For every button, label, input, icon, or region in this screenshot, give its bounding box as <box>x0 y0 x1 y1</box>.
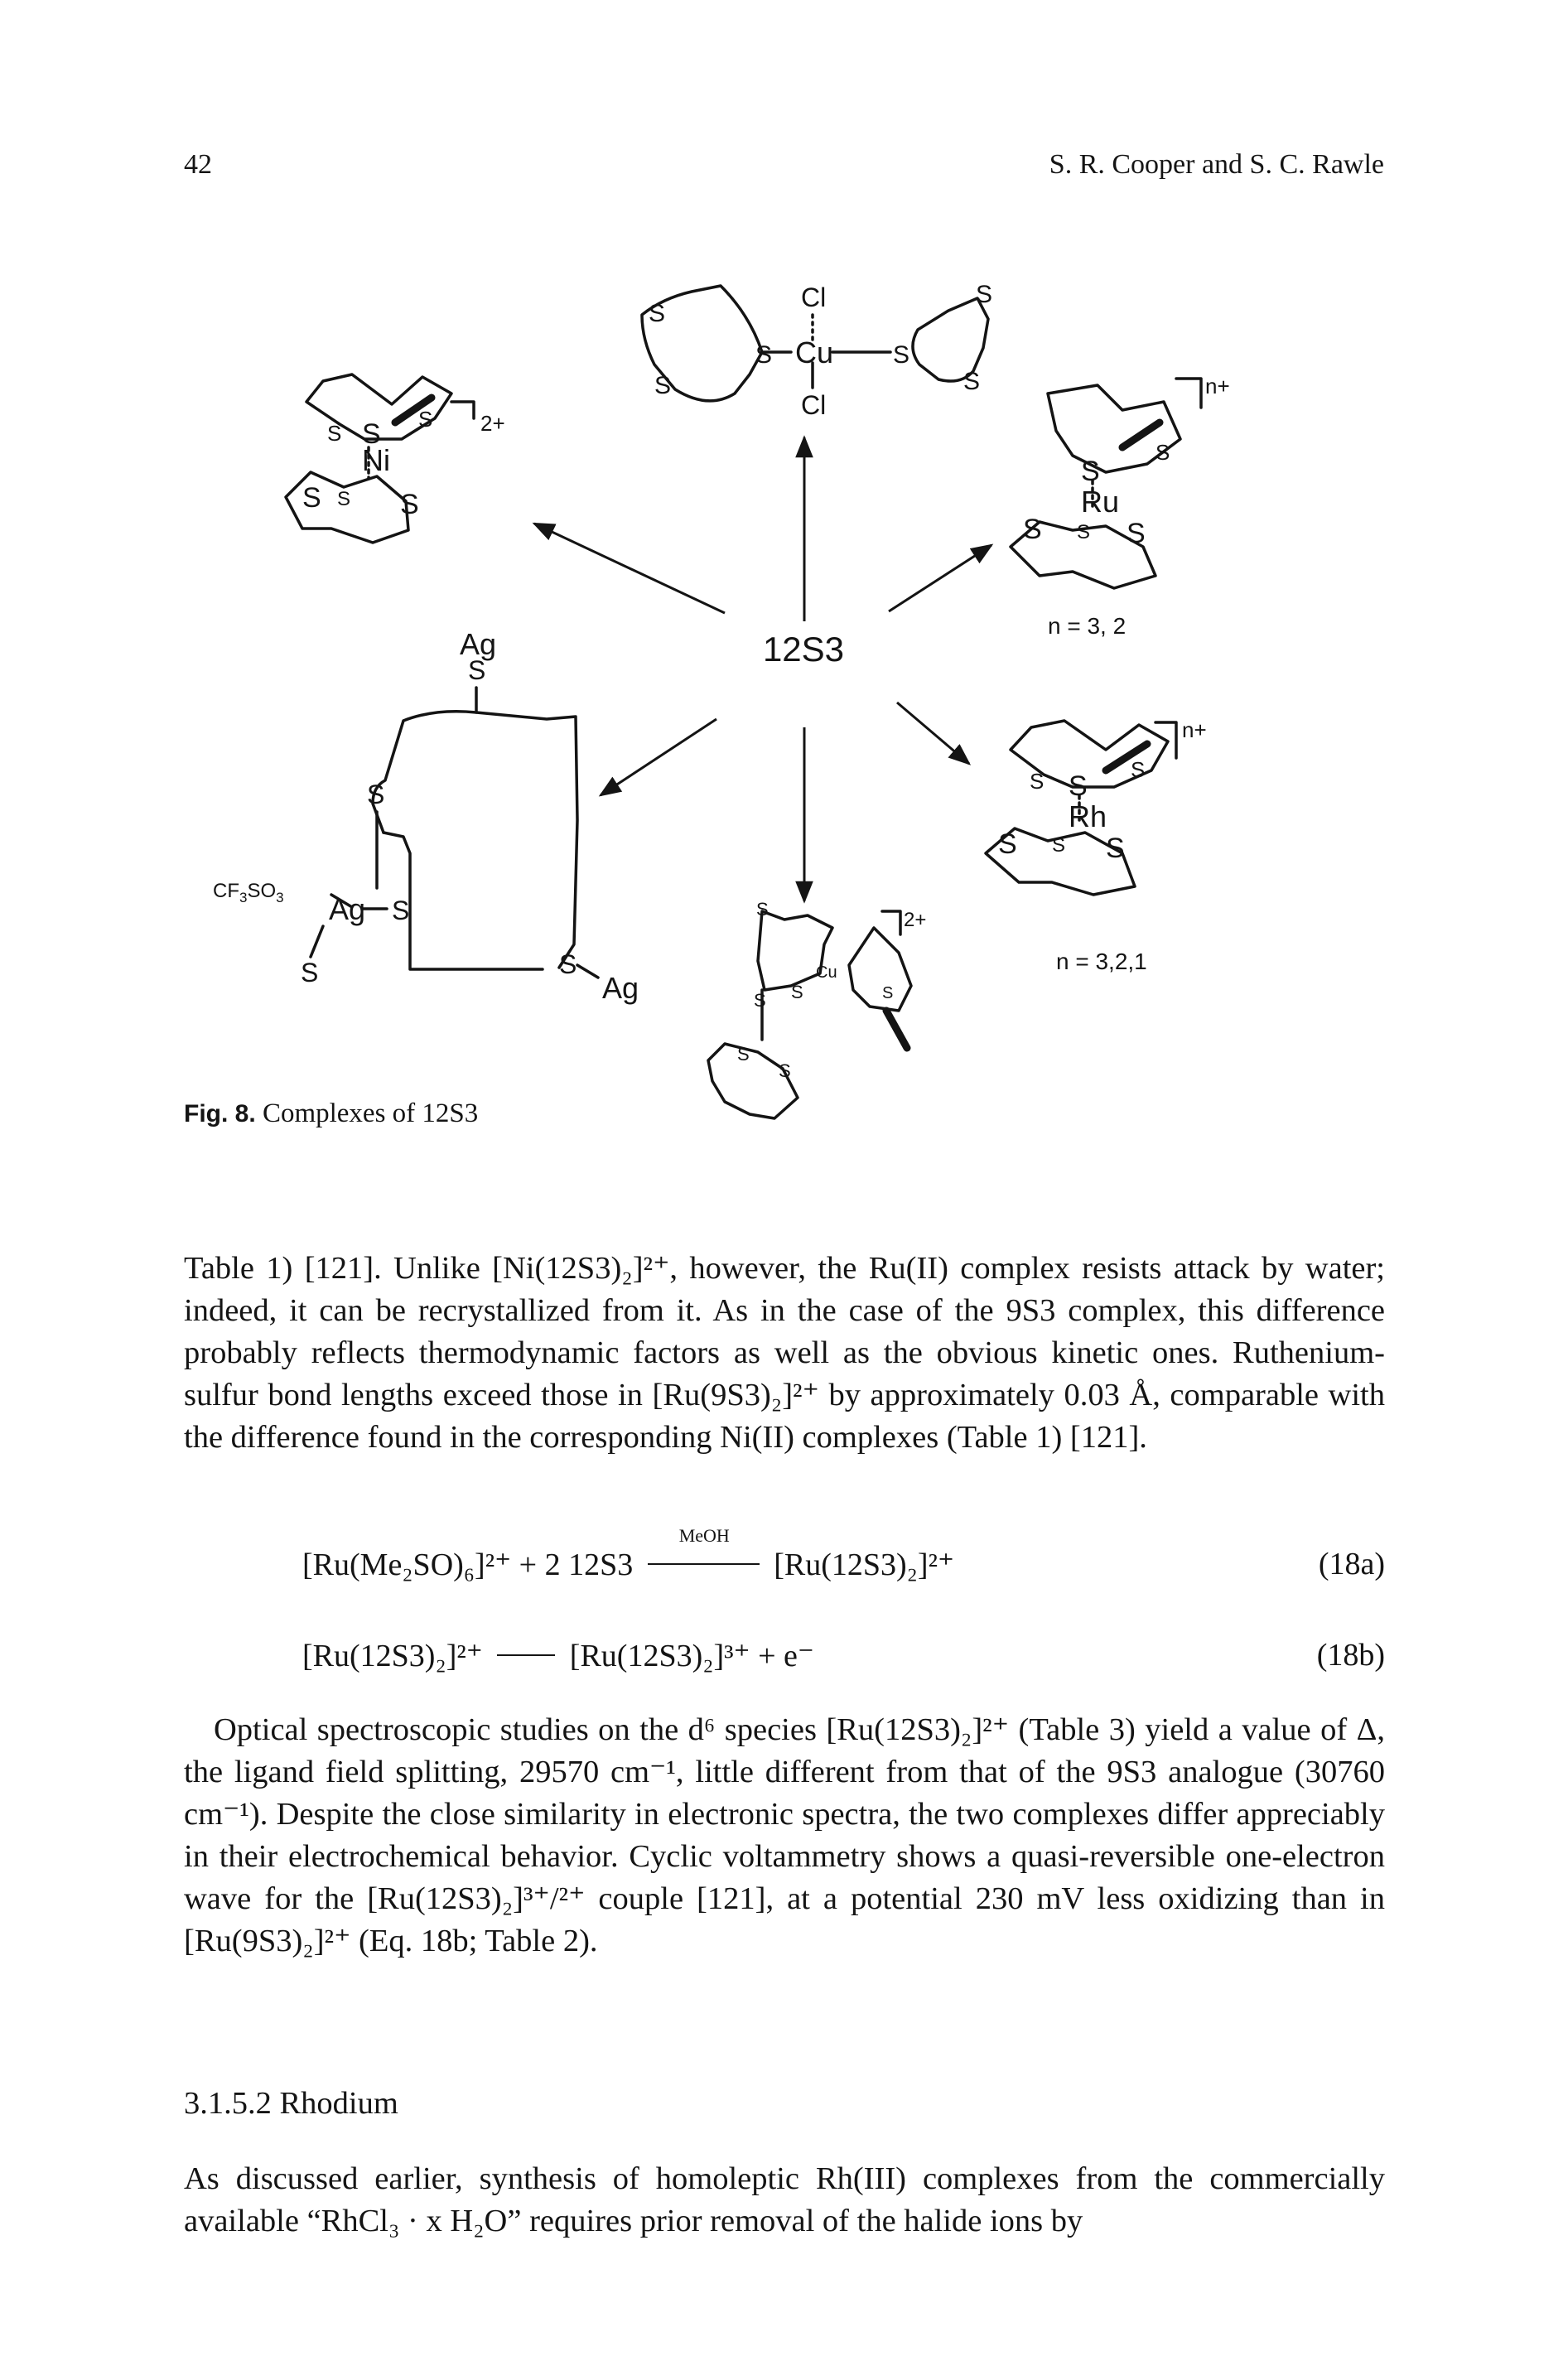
cu-metal-label: Cu <box>795 336 833 369</box>
equation-18b-text: [Ru(12S3)₂]²⁺ [Ru(12S3)₂]³⁺ + e⁻ <box>302 1637 814 1674</box>
ru-n-values: n = 3, 2 <box>1048 613 1126 639</box>
svg-text:S: S <box>400 489 419 520</box>
equation-18b-arrow <box>497 1654 556 1657</box>
svg-text:S: S <box>1052 834 1065 857</box>
svg-text:S: S <box>998 828 1017 860</box>
figure-caption: Fig. 8. Complexes of 12S3 <box>184 1098 478 1129</box>
svg-text:S: S <box>1127 518 1146 549</box>
arrow-to-rh-complex <box>896 701 972 765</box>
svg-text:S: S <box>468 655 485 685</box>
ruthenium-complex: S S S S S Ru n+ n = 3, 2 <box>1009 374 1230 639</box>
svg-text:S: S <box>791 982 803 1002</box>
ni-metal-label: Ni <box>362 443 390 477</box>
svg-text:S: S <box>976 281 992 308</box>
equation-18a-text: [Ru(Me₂SO)₆]²⁺ + 2 12S3 MeOH [Ru(12S3)₂]… <box>302 1525 955 1583</box>
running-head-authors: S. R. Cooper and S. C. Rawle <box>1049 149 1384 180</box>
cu-dimer-metal-label: Cu <box>816 963 837 982</box>
paragraph-2: Optical spectroscopic studies on the d⁶ … <box>184 1712 1385 1958</box>
equation-18b-number: (18b) <box>1316 1638 1385 1673</box>
svg-text:S: S <box>1106 833 1125 864</box>
rh-charge-label: n+ <box>1182 717 1207 742</box>
cu-dimer-charge-label: 2+ <box>904 909 926 931</box>
svg-text:S: S <box>559 949 577 979</box>
svg-text:S: S <box>1077 521 1090 543</box>
ag-center-label: Ag <box>329 892 365 926</box>
svg-text:S: S <box>963 368 980 395</box>
svg-text:S: S <box>1023 514 1042 545</box>
svg-text:S: S <box>337 488 350 510</box>
equation-18a-number: (18a) <box>1318 1547 1385 1581</box>
ru-metal-label: Ru <box>1081 485 1119 519</box>
rh-metal-label: Rh <box>1069 799 1107 833</box>
svg-text:S: S <box>1030 769 1044 794</box>
arrow-to-ni-complex <box>532 522 726 615</box>
svg-text:S: S <box>367 780 384 809</box>
equation-18b-lhs: [Ru(12S3)₂]²⁺ <box>302 1639 483 1673</box>
rhodium-complex: S S S S S S Rh n+ n = 3,2,1 <box>984 717 1207 974</box>
svg-text:S: S <box>779 1060 791 1081</box>
equation-18a-rhs: [Ru(12S3)₂]²⁺ <box>774 1547 955 1582</box>
ag-right-label: Ag <box>602 971 639 1005</box>
svg-text:S: S <box>1155 440 1170 465</box>
svg-text:S: S <box>392 896 409 925</box>
equation-18b: [Ru(12S3)₂]²⁺ [Ru(12S3)₂]³⁺ + e⁻ (18b) <box>302 1637 1385 1683</box>
cu-dichloride-complex: S S S S S S Cu Cl Cl <box>640 281 992 420</box>
section-heading-rhodium: 3.1.5.2 Rhodium <box>184 2086 398 2121</box>
triflate-label: CF3SO3 <box>213 880 284 905</box>
figure-caption-label: Fig. 8. <box>184 1100 256 1127</box>
reaction-arrows <box>532 435 994 904</box>
svg-text:S: S <box>649 300 665 327</box>
ru-charge-label: n+ <box>1205 374 1230 398</box>
page-number: 42 <box>184 149 212 180</box>
svg-text:S: S <box>418 407 432 432</box>
rh-n-values: n = 3,2,1 <box>1056 949 1147 974</box>
svg-text:S: S <box>1131 757 1145 782</box>
equation-18a: [Ru(Me₂SO)₆]²⁺ + 2 12S3 MeOH [Ru(12S3)₂]… <box>302 1525 1385 1592</box>
paragraph-1: Table 1) [121]. Unlike [Ni(12S3)₂]²⁺, ho… <box>184 1251 1385 1455</box>
equation-18a-arrow: MeOH <box>647 1525 760 1583</box>
cl-bottom-label: Cl <box>801 390 826 420</box>
svg-text:S: S <box>893 341 909 369</box>
svg-text:S: S <box>302 482 321 514</box>
equation-18b-rhs: [Ru(12S3)₂]³⁺ + e⁻ <box>569 1639 814 1673</box>
svg-text:S: S <box>1081 456 1100 487</box>
svg-text:S: S <box>756 899 769 920</box>
svg-text:S: S <box>654 372 671 399</box>
running-head: 42 S. R. Cooper and S. C. Rawle <box>184 149 1384 191</box>
svg-text:S: S <box>755 341 772 369</box>
svg-text:S: S <box>737 1044 750 1065</box>
arrow-to-ag-complex <box>598 717 717 797</box>
ni-charge-label: 2+ <box>480 411 505 436</box>
svg-text:S: S <box>882 984 893 1002</box>
svg-text:S: S <box>1069 770 1088 802</box>
figure-12s3-complexes: 12S3 S S S S S <box>178 224 1404 1147</box>
svg-text:S: S <box>362 418 381 450</box>
silver-triflate-complex: S Ag S S S Ag CF3SO3 S Ag <box>213 627 639 1005</box>
ligand-label-12s3: 12S3 <box>763 630 844 669</box>
paragraph-3: As discussed earlier, synthesis of homol… <box>184 2161 1385 2238</box>
arrow-to-ru-complex <box>888 543 994 613</box>
copper-dimer-complex: S S S Cu S S S 2+ <box>707 899 926 1120</box>
ag-top-label: Ag <box>460 627 496 661</box>
cl-top-label: Cl <box>801 282 826 312</box>
svg-text:S: S <box>754 990 766 1011</box>
svg-text:S: S <box>327 421 341 446</box>
figure-caption-text: Complexes of 12S3 <box>262 1098 479 1128</box>
svg-text:S: S <box>301 958 318 987</box>
equation-18a-condition: MeOH <box>678 1525 730 1546</box>
nickel-complex: S S S S S S Ni 2+ <box>284 373 505 544</box>
equation-18a-lhs: [Ru(Me₂SO)₆]²⁺ + 2 12S3 <box>302 1547 634 1582</box>
